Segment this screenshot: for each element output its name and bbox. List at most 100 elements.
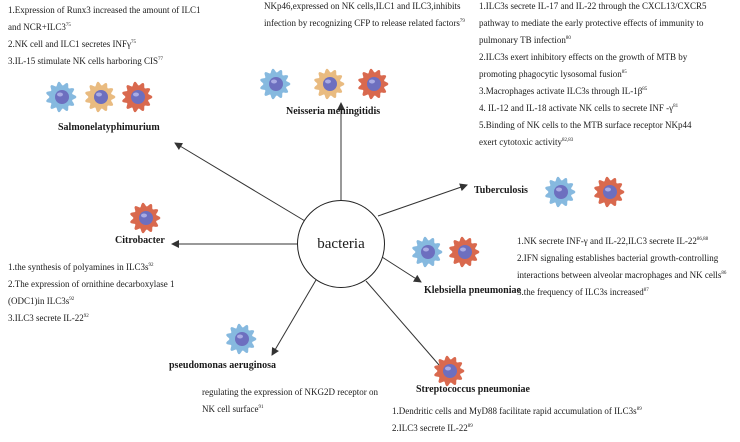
- note-line: 1.NK secrete INF-γ and IL-22,ILC3 secret…: [517, 233, 726, 250]
- note-text: 2.IFN signaling establishes bacterial gr…: [517, 253, 719, 263]
- note-text: 3.ILC3 secrete IL-22: [8, 313, 84, 323]
- nucleus-highlight: [605, 187, 611, 192]
- reference-number: 89: [636, 407, 642, 412]
- ilc1-cell-icon: [314, 68, 345, 100]
- cell-nucleus: [235, 332, 249, 346]
- note-text: NK cell surface: [202, 404, 259, 414]
- note-line: pulmonary TB infection80: [479, 32, 706, 49]
- note-line: 1.the synthesis of polyamines in ILC3s92: [8, 259, 174, 276]
- note-text: 2.NK cell and ILC1 secretes INFγ: [8, 39, 131, 49]
- nucleus-highlight: [445, 366, 451, 371]
- ilc3-cell-icon: [358, 68, 389, 100]
- cell-nucleus: [94, 90, 108, 104]
- note-line: 2.NK cell and ILC1 secretes INFγ75: [8, 36, 200, 53]
- note-line: NK cell surface91: [202, 401, 378, 418]
- label-klebsiella: Klebsiella pneumoniae: [424, 285, 521, 296]
- note-line: 1.ILC3s secrete IL-17 and IL-22 through …: [479, 0, 706, 15]
- reference-number: 81: [673, 104, 679, 109]
- label-streptococcus: Streptococcus pneumoniae: [416, 384, 530, 395]
- cell-nucleus: [55, 90, 69, 104]
- note-line: 2.IFN signaling establishes bacterial gr…: [517, 250, 726, 267]
- note-text: regulating the expression of NKG2D recep…: [202, 387, 378, 397]
- reference-number: 86: [721, 271, 727, 276]
- cell-nucleus: [139, 211, 153, 225]
- reference-number: 92: [69, 297, 75, 302]
- nk-cell-icon: [545, 176, 576, 208]
- nucleus-highlight: [369, 79, 375, 84]
- note-line: NKp46,expressed on NK cells,ILC1 and ILC…: [264, 0, 465, 15]
- nucleus-highlight: [271, 79, 277, 84]
- note-text: 1.NK secrete INF-γ and IL-22,ILC3 secret…: [517, 236, 697, 246]
- ilc3-cell-icon: [122, 81, 153, 113]
- nucleus-highlight: [556, 187, 562, 192]
- arrow-to-streptococcus: [365, 280, 447, 374]
- note-line: 1.Dendritic cells and MyD88 facilitate r…: [392, 403, 642, 420]
- note-line: 4. IL-12 and IL-18 activate NK cells to …: [479, 100, 706, 117]
- nucleus-highlight: [96, 92, 102, 97]
- note-citrobacter: 1.the synthesis of polyamines in ILC3s92…: [8, 259, 174, 327]
- note-text: 4. IL-12 and IL-18 activate NK cells to …: [479, 103, 674, 113]
- reference-number: 85: [621, 70, 627, 75]
- ilc3-cell-icon: [434, 355, 465, 387]
- reference-number: 91: [258, 405, 264, 410]
- cell-nucleus: [554, 185, 568, 199]
- nk-cell-icon: [226, 323, 257, 355]
- note-line: 1.Expression of Runx3 increased the amou…: [8, 2, 200, 19]
- cell-nucleus: [603, 185, 617, 199]
- reference-number: 86,88: [696, 237, 709, 242]
- reference-number: 85: [642, 87, 648, 92]
- note-text: 2.ILC3s exert inhibitory effects on the …: [479, 52, 688, 62]
- reference-number: 77: [157, 57, 163, 62]
- note-line: 2.ILC3 secrete IL-2289: [392, 420, 642, 437]
- reference-number: 75: [130, 40, 136, 45]
- note-line: 3.Macrophages activate ILC3s through IL-…: [479, 83, 706, 100]
- note-text: 3.Macrophages activate ILC3s through IL-…: [479, 86, 643, 96]
- note-text: interactions between alveolar macrophage…: [517, 270, 722, 280]
- reference-number: 89: [467, 424, 473, 429]
- hub-label: bacteria: [317, 235, 365, 252]
- note-line: 5.Binding of NK cells to the MTB surface…: [479, 117, 706, 134]
- note-klebsiella: 1.NK secrete INF-γ and IL-22,ILC3 secret…: [517, 233, 726, 301]
- nucleus-highlight: [423, 247, 429, 252]
- bacteria-hub: bacteria: [297, 200, 385, 288]
- nucleus-highlight: [57, 92, 63, 97]
- note-text: and NCR+ILC3: [8, 22, 66, 32]
- arrow-to-klebsiella: [381, 256, 422, 283]
- note-line: 3.IL-15 stimulate NK cells harboring CIS…: [8, 53, 200, 70]
- cell-nucleus: [269, 77, 283, 91]
- nucleus-highlight: [460, 247, 466, 252]
- note-line: 2.The expression of ornithine decarboxyl…: [8, 276, 174, 293]
- reference-number: 92: [83, 314, 89, 319]
- reference-number: 92: [148, 263, 154, 268]
- reference-number: 75: [65, 23, 71, 28]
- cell-nucleus: [458, 245, 472, 259]
- note-text: 2.ILC3 secrete IL-22: [392, 423, 468, 433]
- note-line: exert cytotoxic activity82,83: [479, 134, 706, 151]
- label-pseudomonas: pseudomonas aeruginosa: [169, 360, 276, 371]
- nk-cell-icon: [260, 68, 291, 100]
- cell-nucleus: [367, 77, 381, 91]
- note-text: 1.Expression of Runx3 increased the amou…: [8, 5, 201, 15]
- note-pseudomonas: regulating the expression of NKG2D recep…: [202, 384, 378, 418]
- note-text: (ODC1)in ILC3s: [8, 296, 70, 306]
- ilc1-cell-icon: [85, 81, 116, 113]
- note-text: exert cytotoxic activity: [479, 137, 562, 147]
- note-text: infection by recognizing CFP to release …: [264, 18, 460, 28]
- note-line: interactions between alveolar macrophage…: [517, 267, 726, 284]
- note-line: regulating the expression of NKG2D recep…: [202, 384, 378, 401]
- reference-number: 79: [459, 19, 465, 24]
- note-text: 1.the synthesis of polyamines in ILC3s: [8, 262, 149, 272]
- note-text: pulmonary TB infection: [479, 35, 566, 45]
- nucleus-highlight: [237, 334, 243, 339]
- note-line: 3.ILC3 secrete IL-2292: [8, 310, 174, 327]
- label-salmonella: Salmonelatyphimurium: [58, 122, 160, 133]
- note-text: 3.the frequency of ILC3s increased: [517, 287, 644, 297]
- note-line: infection by recognizing CFP to release …: [264, 15, 465, 32]
- note-text: pathway to mediate the early protective …: [479, 18, 704, 28]
- ilc3-cell-icon: [130, 202, 161, 234]
- note-line: and NCR+ILC375: [8, 19, 200, 36]
- cell-nucleus: [421, 245, 435, 259]
- nk-cell-icon: [412, 236, 443, 268]
- note-line: pathway to mediate the early protective …: [479, 15, 706, 32]
